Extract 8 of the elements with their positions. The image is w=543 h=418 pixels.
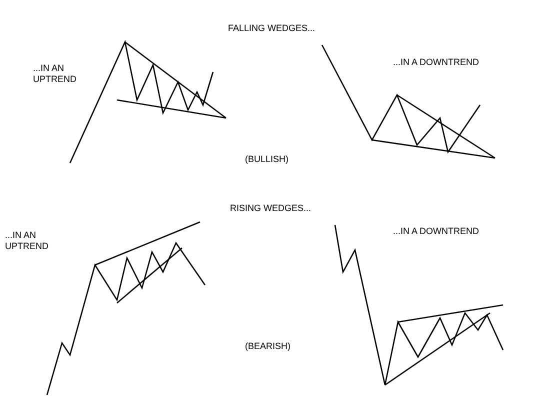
pattern-caption: ...IN AN UPTREND xyxy=(33,63,78,85)
outcome-label: (BULLISH) xyxy=(245,154,289,165)
section-heading: RISING WEDGES... xyxy=(230,203,312,214)
outcome-label: (BEARISH) xyxy=(245,341,291,352)
pattern-caption: ...IN A DOWNTREND xyxy=(393,57,480,68)
pattern-caption: ...IN A DOWNTREND xyxy=(393,226,480,237)
section-heading: FALLING WEDGES... xyxy=(228,23,316,34)
pattern-caption: ...IN AN UPTREND xyxy=(5,230,50,252)
